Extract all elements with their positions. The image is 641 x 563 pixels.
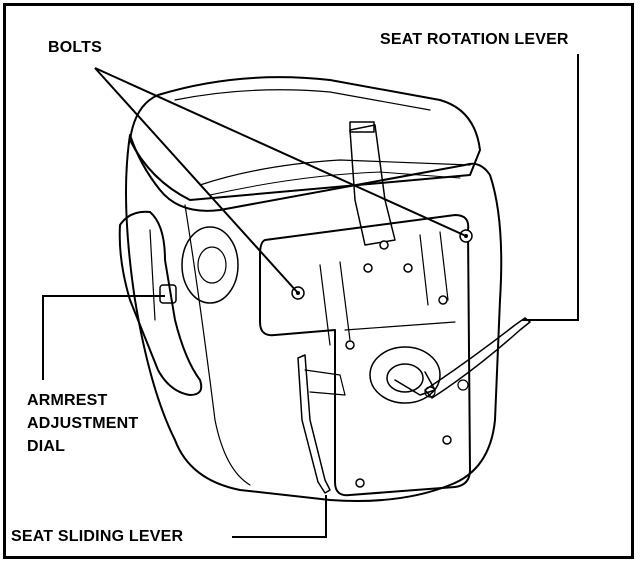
figure-frame <box>3 3 634 559</box>
rotation-hub <box>369 346 441 404</box>
armrest-dial <box>159 284 177 304</box>
bolts-leader-left <box>94 67 299 294</box>
label-armrest-line3: DIAL <box>27 438 66 455</box>
armrest-dial-leader <box>42 295 165 380</box>
bolts-leader-right <box>94 67 467 237</box>
label-armrest-line1: ARMREST <box>27 392 108 409</box>
armrest <box>118 210 203 396</box>
seat-back <box>125 134 503 502</box>
seat-sliding-leader <box>232 495 327 538</box>
label-seat-rotation-lever: SEAT ROTATION LEVER <box>380 31 569 48</box>
label-seat-sliding-lever: SEAT SLIDING LEVER <box>11 528 184 545</box>
label-armrest-line2: ADJUSTMENT <box>27 415 139 432</box>
seat-sliding-lever <box>297 354 331 494</box>
post <box>349 124 396 246</box>
seat-rotation-leader <box>522 54 579 321</box>
label-bolts: BOLTS <box>48 39 103 56</box>
mounting-plate <box>259 214 471 497</box>
seat-cushion <box>129 76 481 201</box>
armrest-pivot <box>181 226 239 304</box>
seat-rotation-lever <box>424 317 531 399</box>
